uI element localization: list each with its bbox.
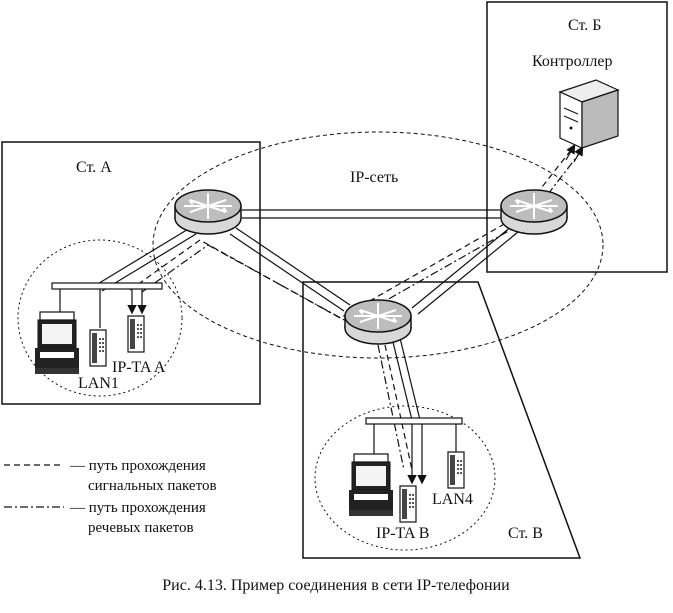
controller-server-icon [558,79,620,149]
lan4-bus [365,417,463,485]
lan1-bus [51,282,163,328]
legend-voice-line1: — путь прохождения [69,500,206,516]
station-v-label: Ст. В [508,525,543,542]
lan4-pc-icon [348,453,394,517]
ipta-b-label: IP-TA B [376,525,429,542]
legend: — путь прохождения сигнальных пакетов — … [4,458,217,536]
lan4-label: LAN4 [432,491,473,508]
trunk-links [95,209,519,421]
router-a-icon [174,189,242,235]
ipta-b-phone-icon [399,485,417,523]
lan1-boundary [17,239,183,397]
figure-caption: Рис. 4.13. Пример соединения в сети IP-т… [162,577,510,594]
controller-label: Контроллер [532,53,612,70]
lan1-label: LAN1 [78,375,119,392]
station-a-label: Ст. А [76,159,112,176]
ip-network-cloud [152,131,604,359]
lan4-phone-icon [447,451,465,489]
legend-voice-line2: речевых пакетов [88,520,194,536]
lan4-boundary [314,405,496,551]
ipta-a-phone-icon [127,315,145,353]
legend-signal-line1: — путь прохождения [69,458,206,474]
ipta-a-label: IP-TA A [112,359,166,376]
router-b-icon [500,189,568,235]
legend-signal-line2: сигнальных пакетов [88,478,217,494]
lan1-pc-icon [34,311,80,375]
station-b-label: Ст. Б [568,17,601,34]
lan1-phone-icon [89,329,107,367]
router-v-icon [344,299,412,345]
network-label: IP-сеть [350,169,398,186]
